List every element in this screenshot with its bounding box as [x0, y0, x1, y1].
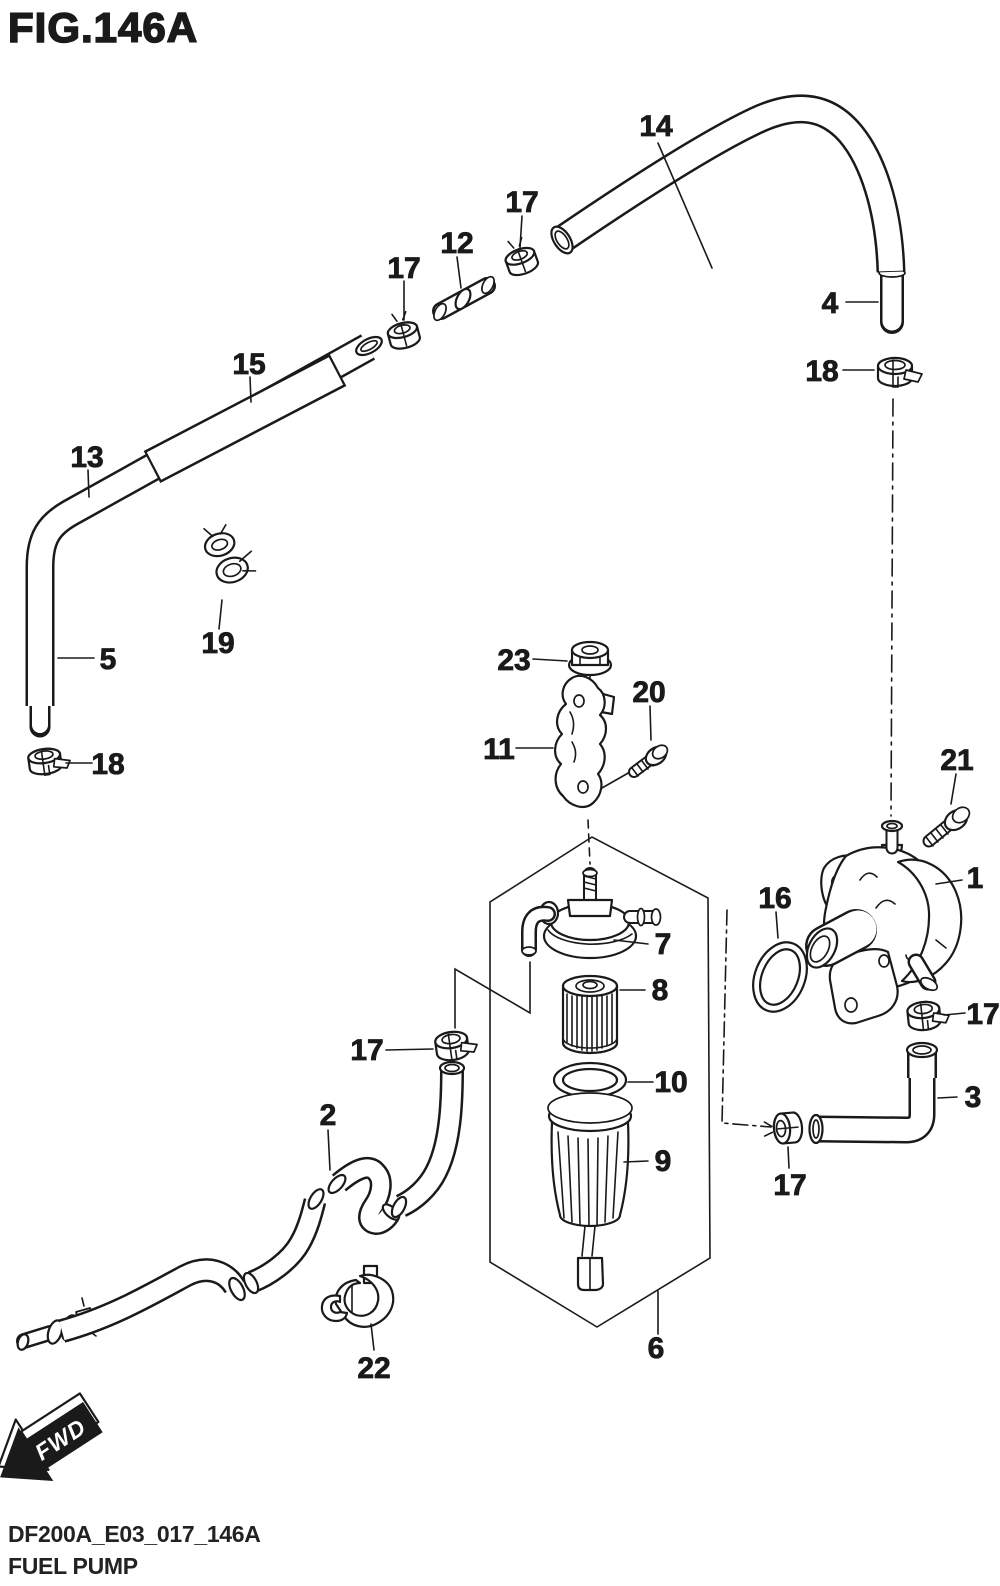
part-3-drawing [808, 1041, 939, 1145]
callout-15: 15 [232, 348, 265, 381]
part-21-drawing [922, 806, 971, 848]
callout-5: 5 [100, 643, 117, 676]
part-13-15-drawing [25, 334, 383, 738]
callout-8: 8 [652, 974, 669, 1007]
part-17-left-drawing [386, 310, 421, 350]
part-4-drawing [878, 260, 906, 334]
part-17-top-drawing [504, 236, 540, 277]
part-9-drawing [547, 1092, 633, 1292]
part-18-left-drawing [27, 747, 71, 777]
callout-14: 14 [639, 110, 673, 143]
callout-6: 6 [648, 1332, 665, 1365]
callout-13: 13 [70, 441, 103, 474]
filter-explode-box [489, 836, 711, 1328]
part-17-pump-drawing [906, 1000, 950, 1032]
part-20-drawing [628, 744, 669, 778]
callout-17-d: 17 [350, 1034, 383, 1067]
callout-17-a: 17 [505, 186, 538, 219]
part-22-drawing [320, 1264, 395, 1328]
callout-9: 9 [655, 1145, 672, 1178]
callout-10: 10 [654, 1066, 687, 1099]
callout-4: 4 [822, 287, 839, 320]
callout-21: 21 [940, 744, 973, 777]
figure-title: FIG.146A [8, 4, 198, 51]
callout-19: 19 [201, 627, 234, 660]
drawing-code: DF200A_E03_017_146A [8, 1521, 261, 1547]
callout-leaders [57, 142, 966, 1351]
callout-23: 23 [497, 644, 530, 677]
callout-2: 2 [320, 1099, 337, 1132]
part-16-drawing [752, 941, 808, 1013]
part-19-drawing [203, 524, 257, 584]
fwd-arrow: FWD [0, 1392, 103, 1482]
callout-1: 1 [967, 862, 984, 895]
callout-11: 11 [483, 733, 515, 766]
part-11-drawing [554, 674, 631, 809]
part-1-drawing [805, 819, 963, 1025]
callout-7: 7 [655, 928, 672, 961]
callout-17-e: 17 [773, 1169, 806, 1202]
part-17-filter-drawing [434, 1030, 478, 1062]
part-7-drawing [521, 867, 662, 960]
callout-17-b: 17 [387, 252, 420, 285]
part-12-drawing [432, 275, 496, 322]
part-10-drawing [552, 1061, 628, 1099]
callout-18-b: 18 [91, 748, 124, 781]
callout-16: 16 [758, 882, 791, 915]
part-18-right-drawing [876, 356, 923, 388]
callout-labels: 14 17 12 4 17 15 18 13 19 5 18 23 20 11 … [70, 110, 1000, 1386]
callout-22: 22 [357, 1352, 390, 1385]
part-17-hose3-drawing [763, 1111, 804, 1145]
figure-caption: FUEL PUMP [8, 1553, 138, 1579]
callout-20: 20 [632, 676, 665, 709]
callout-12: 12 [440, 227, 473, 260]
part-8-drawing [561, 974, 619, 1055]
callout-18-a: 18 [805, 355, 838, 388]
part-23-drawing [567, 640, 613, 703]
part-14-drawing [550, 94, 906, 273]
callout-17-c: 17 [966, 998, 999, 1031]
center-lines [454, 398, 894, 1128]
part-2-drawing [16, 1060, 466, 1351]
callout-3: 3 [965, 1081, 982, 1114]
